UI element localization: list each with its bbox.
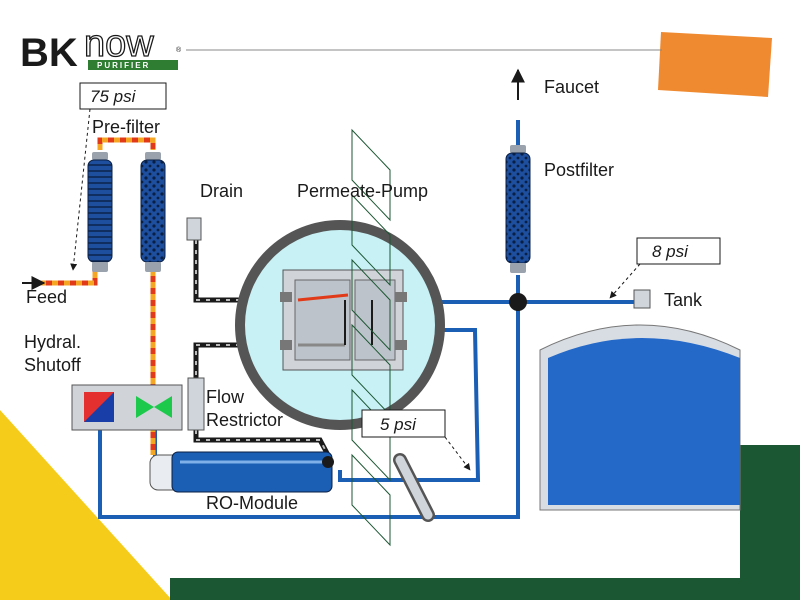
- label-shutoff-line1: Hydral.: [24, 332, 81, 352]
- label-shutoff-line2: Shutoff: [24, 355, 82, 375]
- hatched-overlay: [351, 128, 391, 547]
- flow-restrictor: [187, 377, 205, 431]
- ro-module-membrane: [149, 451, 334, 493]
- pressure-callout-pump: 5 psi: [361, 409, 471, 471]
- logo-sub-text: PURIFIER: [97, 61, 150, 70]
- drain-plug: [186, 217, 202, 241]
- brand-logo: BK now PURIFIER ®: [20, 22, 182, 75]
- label-permeate-pump: Permeate-Pump: [297, 181, 428, 201]
- yellow-accent-triangle: [0, 410, 172, 600]
- logo-sub-band: [88, 60, 178, 70]
- pressure-value-feed: 75 psi: [90, 87, 137, 106]
- pre-filter-cartridges: [87, 152, 166, 272]
- green-accent-bottom: [170, 578, 800, 600]
- logo-registered-mark: ®: [176, 46, 182, 54]
- green-accent-right: [740, 445, 800, 600]
- label-ro-module: RO-Module: [206, 493, 298, 513]
- label-pre-filter: Pre-filter: [92, 117, 160, 137]
- label-postfilter: Postfilter: [544, 160, 614, 180]
- hydraulic-shutoff-valve: [71, 384, 183, 431]
- label-flow-restrictor-line2: Restrictor: [206, 410, 283, 430]
- logo-name-text: now: [84, 23, 154, 65]
- label-tank: Tank: [664, 290, 703, 310]
- pressure-callout-feed: 75 psi: [70, 82, 167, 271]
- post-filter-cartridge: [505, 145, 531, 273]
- pressure-value-tank: 8 psi: [652, 242, 689, 261]
- storage-tank: [539, 289, 741, 511]
- pressure-callout-tank: 8 psi: [609, 237, 721, 299]
- label-feed: Feed: [26, 287, 67, 307]
- label-drain: Drain: [200, 181, 243, 201]
- label-flow-restrictor-line1: Flow: [206, 387, 245, 407]
- logo-brand-text: BK: [20, 31, 78, 75]
- tee-junction: [509, 293, 527, 311]
- orange-accent-block: [658, 32, 772, 97]
- pressure-value-pump: 5 psi: [380, 415, 417, 434]
- label-faucet: Faucet: [544, 77, 599, 97]
